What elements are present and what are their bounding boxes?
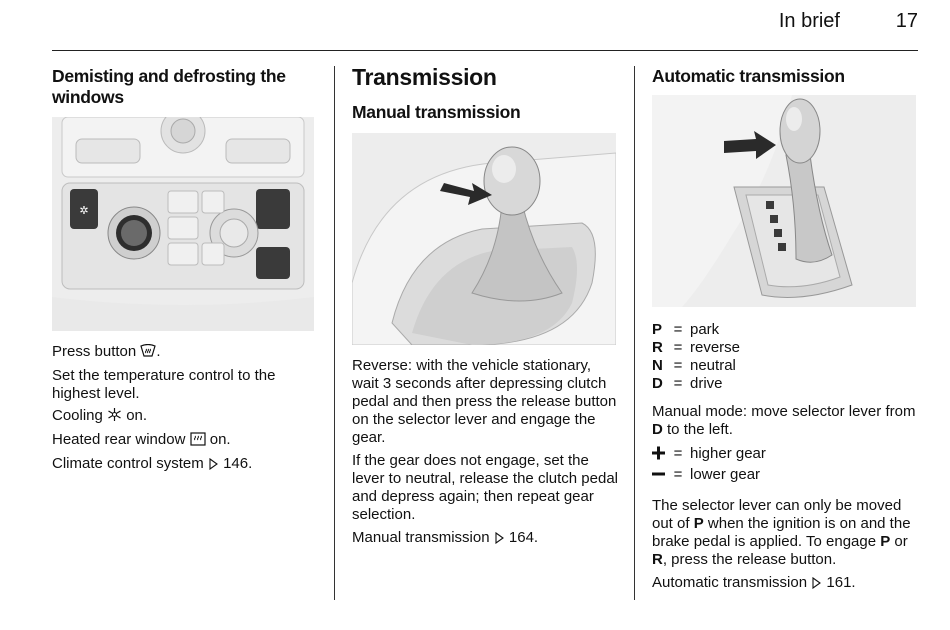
legend-equals: =: [673, 445, 683, 462]
manual-mode-suffix: to the left.: [667, 421, 733, 438]
selector-text-part: The selector lever can only be moved out…: [652, 497, 902, 532]
manual-reference-page: 164.: [508, 529, 539, 546]
climate-reference-label: Climate control system: [52, 455, 204, 472]
cooling-prefix: Cooling: [52, 407, 103, 424]
column-demisting: Demisting and defrosting the windows ✲: [52, 66, 316, 475]
press-button-suffix: .: [156, 343, 161, 360]
manual-mode-prefix: Manual mode: move selector lever from: [652, 403, 916, 420]
cooling-text: Cooling on.: [52, 407, 316, 427]
demisting-heading: Demisting and defrosting the windows: [52, 66, 286, 107]
legend-row-drive: D = drive: [652, 375, 920, 393]
snowflake-icon: [107, 407, 122, 427]
column-divider: [634, 66, 635, 600]
transmission-heading: Transmission: [352, 64, 497, 90]
selector-text-part: , press the release button.: [662, 551, 837, 568]
legend-text: higher gear: [690, 445, 766, 462]
column-automatic: Automatic transmission P = park R = reverse …: [652, 66, 920, 594]
plus-icon: [652, 445, 666, 466]
press-button-text: Press button .: [52, 343, 316, 363]
manual-mode-key: D: [652, 421, 663, 438]
reverse-instructions: Reverse: with the vehicle stationary, wa…: [352, 357, 617, 446]
climate-reference-page: 146.: [223, 455, 253, 472]
rear-window-heat-icon: [189, 432, 206, 451]
legend-text: drive: [690, 375, 723, 392]
selector-key: P: [880, 533, 891, 550]
legend-equals: =: [673, 375, 683, 392]
legend-key: N: [652, 357, 663, 374]
legend-text: lower gear: [690, 466, 761, 483]
selector-text-part: when the ignition is on and the brake pe…: [652, 515, 911, 550]
legend-row-reverse: R = reverse: [652, 339, 920, 357]
legend-text: park: [690, 321, 720, 338]
selector-text-part: or: [894, 533, 908, 550]
column-divider: [334, 66, 335, 600]
legend-equals: =: [673, 321, 683, 338]
shift-legend: = higher gear = lower gear: [652, 445, 920, 487]
legend-row-plus: = higher gear: [652, 445, 920, 466]
automatic-transmission-heading: Automatic transmission: [652, 66, 845, 86]
legend-text: reverse: [690, 339, 741, 356]
manual-transmission-heading: Manual transmission: [352, 102, 521, 122]
legend-key: D: [652, 375, 663, 392]
section-title: In brief: [778, 10, 840, 32]
legend-equals: =: [673, 339, 683, 356]
heated-suffix: on.: [209, 431, 231, 448]
automatic-transmission-reference[interactable]: Automatic transmission 161.: [652, 574, 920, 594]
heated-prefix: Heated rear window: [52, 431, 186, 448]
cooling-suffix: on.: [126, 407, 148, 424]
automatic-reference-page: 161.: [826, 574, 856, 591]
windscreen-defrost-icon: [140, 343, 157, 363]
legend-equals: =: [673, 466, 683, 483]
minus-icon: [652, 466, 666, 487]
legend-row-minus: = lower gear: [652, 466, 920, 487]
page-header: In brief 17: [0, 10, 950, 50]
manual-reference-label: Manual transmission: [352, 529, 490, 546]
page-reference-arrow-icon: [811, 576, 822, 594]
header-rule: [52, 50, 918, 51]
automatic-selector-figure: [652, 95, 916, 307]
manual-transmission-reference[interactable]: Manual transmission 164.: [352, 529, 620, 549]
climate-panel-figure: ✲: [52, 117, 314, 331]
heated-rear-window-text: Heated rear window on.: [52, 431, 316, 451]
manual-gear-lever-figure: [352, 133, 616, 345]
set-temperature-text: Set the temperature control to the highe…: [52, 367, 276, 402]
selector-lever-text: The selector lever can only be moved out…: [652, 497, 920, 569]
page-number: 17: [895, 10, 918, 32]
automatic-reference-label: Automatic transmission: [652, 574, 808, 591]
legend-row-park: P = park: [652, 321, 920, 339]
legend-row-neutral: N = neutral: [652, 357, 920, 375]
svg-text:✲: ✲: [79, 204, 88, 217]
page-reference-arrow-icon: [208, 457, 219, 475]
selector-key: R: [652, 551, 663, 568]
gear-not-engage-instructions: If the gear does not engage, set the lev…: [352, 452, 618, 523]
climate-reference[interactable]: Climate control system 146.: [52, 455, 316, 475]
legend-key: R: [652, 339, 663, 356]
legend-equals: =: [673, 357, 683, 374]
gear-legend: P = park R = reverse N = neutral D = drive: [652, 321, 920, 393]
manual-mode-text: Manual mode: move selector lever from D …: [652, 403, 920, 439]
legend-text: neutral: [690, 357, 736, 374]
press-button-prefix: Press button: [52, 343, 137, 360]
selector-key: P: [693, 515, 704, 532]
page-reference-arrow-icon: [494, 531, 505, 549]
legend-key: P: [652, 321, 663, 338]
column-transmission: Transmission Manual transmission Reverse…: [352, 64, 620, 549]
